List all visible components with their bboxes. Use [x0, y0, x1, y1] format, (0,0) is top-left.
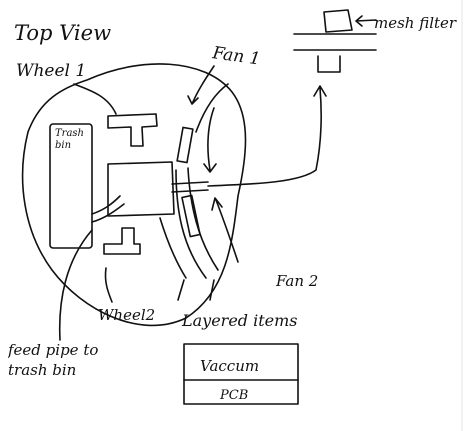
label-feed-pipe: feed pipe to trash bin	[8, 340, 118, 380]
label-fan2: Fan 2	[275, 272, 318, 290]
wheel2-leader	[105, 268, 112, 302]
mesh-filter-arrow	[356, 16, 376, 26]
fan1-duct-left	[176, 170, 206, 278]
fan1-slat-upper	[177, 127, 193, 162]
fan1-duct-top	[196, 84, 228, 132]
label-layered-items: Layered items	[181, 311, 298, 330]
title-top-view: Top View	[14, 21, 111, 45]
label-fan1: Fan 1	[210, 43, 261, 70]
label-trash-bin: Trash bin	[55, 128, 89, 152]
wheel1-shape	[108, 114, 157, 146]
wheel1-leader	[74, 84, 116, 114]
feed-pipe-upper	[92, 196, 120, 214]
fan1-arrow	[188, 66, 214, 104]
label-trash-bin-box: Trash bin	[55, 128, 89, 168]
label-wheel1: Wheel 1	[16, 61, 86, 81]
label-feed-pipe-box: feed pipe to trash bin	[8, 340, 128, 396]
layer-vacuum: Vaccum	[200, 357, 259, 375]
layer-pcb: PCB	[219, 388, 248, 403]
label-mesh-filter: mesh filter	[374, 14, 457, 32]
feed-pipe-leader	[60, 230, 92, 340]
mesh-filter-cap	[324, 10, 352, 32]
hose-upper	[172, 182, 208, 184]
fan1-airflow-arrow	[204, 108, 216, 172]
wheel2-shape	[104, 228, 140, 254]
mesh-filter-cup	[318, 56, 340, 72]
hose-to-filter	[208, 86, 326, 186]
